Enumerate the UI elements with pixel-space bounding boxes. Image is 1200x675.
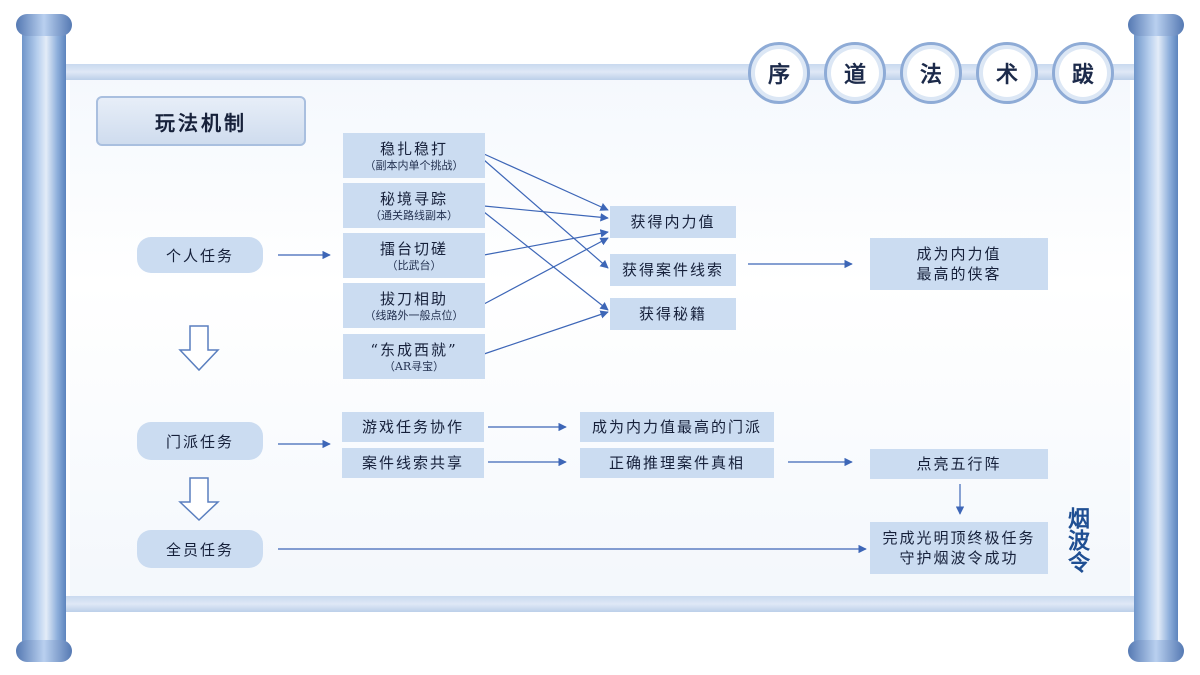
task-label: 稳扎稳打 <box>379 139 448 158</box>
task-note: （线路外一般点位） <box>364 308 464 322</box>
down-arrow-icon <box>178 325 220 372</box>
scroll-left-rod <box>16 14 72 662</box>
arrow-task5-to-secret <box>483 310 609 355</box>
arrow-task2-to-secret <box>483 211 609 311</box>
nav-item-dao[interactable]: 道 <box>824 42 886 104</box>
arrow-task3-to-neili <box>483 229 609 256</box>
sect-task-box: 案件线索共享 <box>342 448 484 478</box>
sect-result-box: 正确推理案件真相 <box>580 448 774 478</box>
scroll-paper <box>70 66 1130 612</box>
formation-label: 点亮五行阵 <box>916 455 1002 473</box>
final-goal-line: 守护烟波令成功 <box>899 549 1019 567</box>
task-box: 秘境寻踪 （通关路线副本） <box>343 183 485 228</box>
nav-item-fa[interactable]: 法 <box>900 42 962 104</box>
task-box: 稳扎稳打 （副本内单个挑战） <box>343 133 485 178</box>
tier-sect: 门派任务 <box>137 422 263 460</box>
task-note: （比武台） <box>386 258 442 272</box>
tier-all: 全员任务 <box>137 530 263 568</box>
reward-label: 获得秘籍 <box>638 305 707 323</box>
arrow-task4-to-neili <box>483 237 609 305</box>
page-title: 玩法机制 <box>96 96 306 146</box>
arrow-task2-to-neili <box>483 205 609 222</box>
nav-item-preface[interactable]: 序 <box>748 42 810 104</box>
task-note: （通关路线副本） <box>370 208 458 222</box>
task-box: 擂台切磋 （比武台） <box>343 233 485 278</box>
task-box: “东成西就” （AR寻宝） <box>343 334 485 379</box>
task-label: “东成西就” <box>370 340 458 359</box>
sect-result-label: 正确推理案件真相 <box>608 454 745 472</box>
task-note: （AR寻宝） <box>383 359 445 373</box>
nav-item-shu[interactable]: 术 <box>976 42 1038 104</box>
reward-box: 获得内力值 <box>610 206 736 238</box>
rod-knob-icon <box>1128 14 1184 36</box>
scroll-bottom-band <box>62 596 1138 612</box>
final-goal-box: 完成光明顶终极任务 守护烟波令成功 <box>870 522 1048 574</box>
reward-label: 获得案件线索 <box>621 261 724 279</box>
sect-result-label: 成为内力值最高的门派 <box>591 418 762 436</box>
task-label: 擂台切磋 <box>379 239 448 258</box>
reward-box: 获得案件线索 <box>610 254 736 286</box>
rod-knob-icon <box>16 640 72 662</box>
final-goal-line: 完成光明顶终极任务 <box>882 529 1036 547</box>
rod-knob-icon <box>16 14 72 36</box>
task-label: 拔刀相助 <box>379 289 448 308</box>
arrow-task1-to-clue <box>483 159 609 269</box>
goal-line: 成为内力值 <box>916 245 1002 263</box>
reward-label: 获得内力值 <box>630 213 716 231</box>
down-arrow-icon <box>178 477 220 522</box>
sect-result-box: 成为内力值最高的门派 <box>580 412 774 442</box>
sect-task-label: 游戏任务协作 <box>361 418 464 436</box>
rod-knob-icon <box>1128 640 1184 662</box>
nav-item-postscript[interactable]: 跋 <box>1052 42 1114 104</box>
personal-goal-box: 成为内力值 最高的侠客 <box>870 238 1048 290</box>
task-note: （副本内单个挑战） <box>364 158 464 172</box>
tier-personal: 个人任务 <box>137 237 263 273</box>
scroll-right-rod <box>1128 14 1184 662</box>
yanbo-ling-seal-icon: 烟波令 <box>1048 500 1106 580</box>
sect-task-label: 案件线索共享 <box>361 454 464 472</box>
sect-task-box: 游戏任务协作 <box>342 412 484 442</box>
section-nav: 序 道 法 术 跋 <box>748 42 1114 104</box>
formation-box: 点亮五行阵 <box>870 449 1048 479</box>
goal-line: 最高的侠客 <box>916 265 1002 283</box>
task-label: 秘境寻踪 <box>379 189 448 208</box>
task-box: 拔刀相助 （线路外一般点位） <box>343 283 485 328</box>
seal-text: 烟波令 <box>1064 507 1090 573</box>
reward-box: 获得秘籍 <box>610 298 736 330</box>
arrow-task1-to-neili <box>483 153 609 211</box>
